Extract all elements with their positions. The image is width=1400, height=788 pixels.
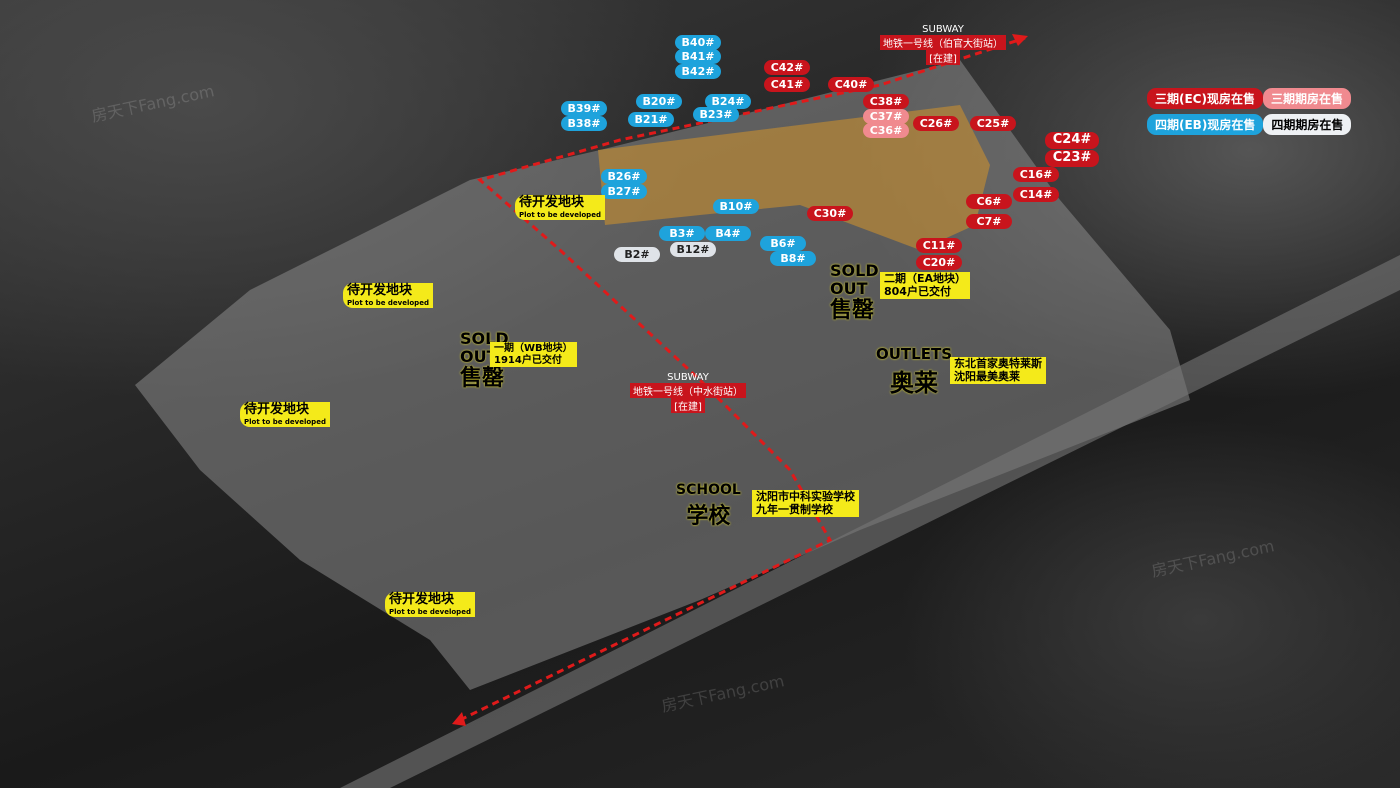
school-line1: 沈阳市中科实验学校 xyxy=(756,490,855,503)
building-label[interactable]: B21# xyxy=(628,112,674,127)
building-label[interactable]: B26# xyxy=(601,169,647,184)
legend: 三期(EC)现房在售三期期房在售 四期(EB)现房在售四期期房在售 xyxy=(1147,88,1352,140)
phase-name: 一期（WB地块） xyxy=(494,343,573,354)
building-label[interactable]: B38# xyxy=(561,116,607,131)
school-label: SCHOOL 学校 xyxy=(676,482,741,530)
plot-cn: 待开发地块 xyxy=(244,402,310,417)
building-label[interactable]: B27# xyxy=(601,184,647,199)
outlets-line1: 东北首家奥特莱斯 xyxy=(954,357,1042,370)
outlets-en: OUTLETS xyxy=(876,345,953,363)
building-label[interactable]: C6# xyxy=(966,194,1012,209)
phase-name: 二期（EA地块） xyxy=(884,272,967,285)
plot-cn: 待开发地块 xyxy=(347,283,413,298)
sold-en: OUT xyxy=(830,279,868,298)
building-label[interactable]: C37# xyxy=(863,109,909,124)
building-label[interactable]: C26# xyxy=(913,116,959,131)
building-label[interactable]: B8# xyxy=(770,251,816,266)
plot-en: Plot to be developed xyxy=(519,210,601,219)
outlets-line2: 沈阳最美奥莱 xyxy=(954,369,1020,383)
building-label[interactable]: B23# xyxy=(693,107,739,122)
plot-en: Plot to be developed xyxy=(244,417,326,426)
building-label[interactable]: B3# xyxy=(659,226,705,241)
building-label[interactable]: C20# xyxy=(916,255,962,270)
building-label[interactable]: C36# xyxy=(863,123,909,138)
building-label[interactable]: C14# xyxy=(1013,187,1059,202)
phase3-4-area xyxy=(598,105,990,250)
school-en: SCHOOL xyxy=(676,482,741,498)
building-label[interactable]: B24# xyxy=(705,94,751,109)
building-label[interactable]: C11# xyxy=(916,238,962,253)
building-label[interactable]: B41# xyxy=(675,49,721,64)
building-label[interactable]: C38# xyxy=(863,94,909,109)
plot-en: Plot to be developed xyxy=(389,607,471,616)
building-label[interactable]: C41# xyxy=(764,77,810,92)
subway-line-name: 地铁一号线（中水街站） xyxy=(630,383,746,398)
building-label[interactable]: C7# xyxy=(966,214,1012,229)
building-label[interactable]: C30# xyxy=(807,206,853,221)
building-label[interactable]: B6# xyxy=(760,236,806,251)
outlets-label: OUTLETS 奥莱 xyxy=(876,345,952,398)
phase-delivered: 1914户已交付 xyxy=(494,354,562,366)
outlets-cn: 奥莱 xyxy=(890,369,938,397)
sold-cn: 售罄 xyxy=(830,298,875,323)
school-line2: 九年一贯制学校 xyxy=(756,502,833,516)
school-info: 沈阳市中科实验学校九年一贯制学校 xyxy=(752,490,859,518)
building-label[interactable]: B39# xyxy=(561,101,607,116)
outlets-info: 东北首家奥特莱斯沈阳最美奥莱 xyxy=(950,357,1046,385)
subway-arrow-start xyxy=(452,712,466,726)
plot-cn: 待开发地块 xyxy=(389,592,455,607)
plot-cn: 待开发地块 xyxy=(519,195,585,210)
subway-status: [在建] xyxy=(671,398,705,413)
building-label[interactable]: C24# xyxy=(1045,132,1099,149)
subway-station-north: SUBWAY 地铁一号线（伯官大街站） [在建] xyxy=(880,24,1006,65)
sold-cn: 售罄 xyxy=(460,366,505,391)
phase2-info: 二期（EA地块）804户已交付 xyxy=(880,272,971,300)
school-cn: 学校 xyxy=(686,504,731,529)
phase-delivered: 804户已交付 xyxy=(884,284,951,298)
legend-phase4-future: 四期期房在售 xyxy=(1263,114,1352,135)
building-label[interactable]: C25# xyxy=(970,116,1016,131)
subway-line-name: 地铁一号线（伯官大街站） xyxy=(880,35,1006,50)
legend-phase4-current: 四期(EB)现房在售 xyxy=(1147,114,1264,135)
subway-status: [在建] xyxy=(926,50,960,65)
building-label[interactable]: B2# xyxy=(614,247,660,262)
building-label[interactable]: B10# xyxy=(713,199,759,214)
building-label[interactable]: B12# xyxy=(670,242,716,257)
building-label[interactable]: B42# xyxy=(675,64,721,79)
sold-en: SOLD xyxy=(830,261,879,280)
phase1-info: 一期（WB地块）1914户已交付 xyxy=(490,342,577,367)
building-label[interactable]: B20# xyxy=(636,94,682,109)
building-label[interactable]: C42# xyxy=(764,60,810,75)
plot-en: Plot to be developed xyxy=(347,298,429,307)
legend-phase3-current: 三期(EC)现房在售 xyxy=(1147,88,1263,109)
building-label[interactable]: B40# xyxy=(675,35,721,50)
subway-en: SUBWAY xyxy=(667,372,709,383)
subway-arrow-end xyxy=(1012,34,1028,46)
subway-station-mid: SUBWAY 地铁一号线（中水街站） [在建] xyxy=(630,372,746,413)
sold-en: OUT xyxy=(460,347,498,366)
building-label[interactable]: C40# xyxy=(828,77,874,92)
road-main xyxy=(340,255,1400,788)
legend-phase3-future: 三期期房在售 xyxy=(1262,88,1351,109)
building-label[interactable]: C16# xyxy=(1013,167,1059,182)
building-label[interactable]: C23# xyxy=(1045,150,1099,167)
building-label[interactable]: B4# xyxy=(705,226,751,241)
subway-en: SUBWAY xyxy=(922,24,964,35)
